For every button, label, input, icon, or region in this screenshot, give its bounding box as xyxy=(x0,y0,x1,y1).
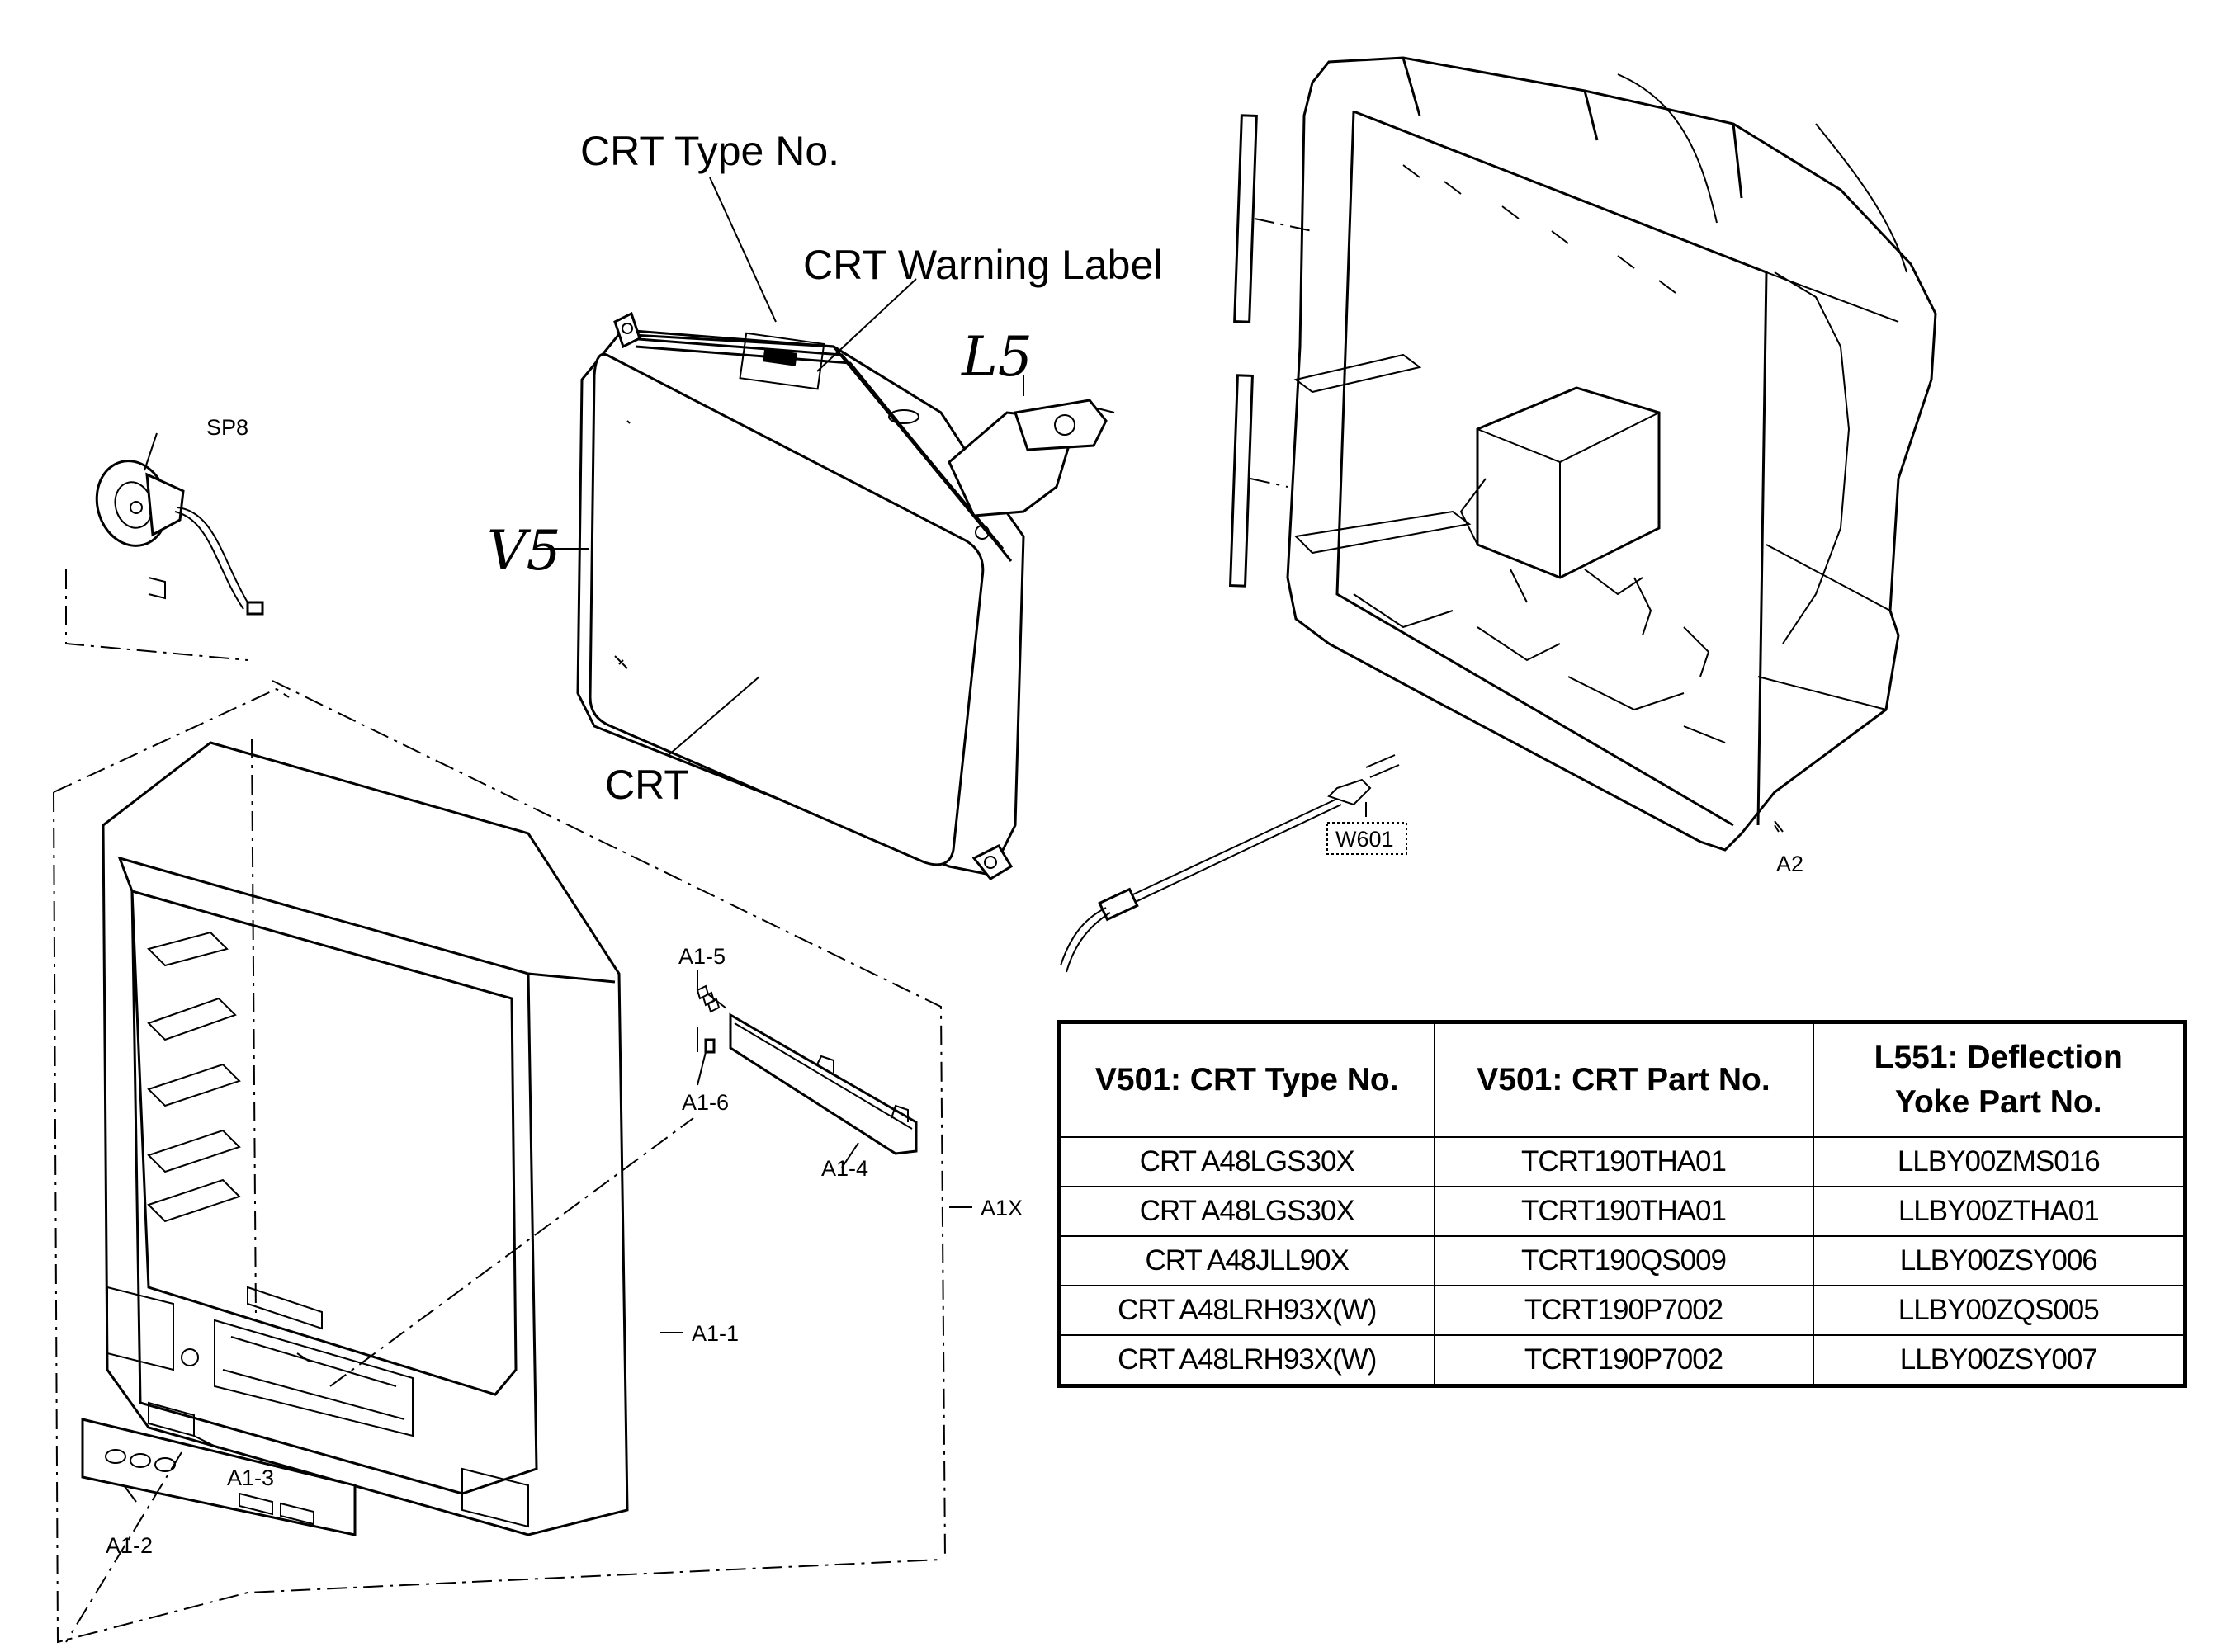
cell-crt-type: CRT A48LGS30X xyxy=(1057,1136,1435,1187)
header-deflection-line1: L551: Deflection xyxy=(1874,1040,2123,1075)
cell-yoke-part: LLBY00ZSY006 xyxy=(1812,1235,2186,1286)
label-a2: A2 xyxy=(1776,852,1803,876)
label-a1-4: A1-4 xyxy=(821,1156,868,1181)
cell-yoke-part: LLBY00ZSY007 xyxy=(1812,1334,2186,1387)
header-crt-part-no: V501: CRT Part No. xyxy=(1433,1021,1814,1138)
bracket-drawing xyxy=(696,984,918,1155)
table-row: CRT A48LRH93X(W) TCRT190P7002 LLBY00ZSY0… xyxy=(1057,1334,2186,1387)
label-a1-3: A1-3 xyxy=(227,1466,274,1490)
cell-crt-type: CRT A48LGS30X xyxy=(1057,1186,1435,1237)
table-row: CRT A48LGS30X TCRT190THA01 LLBY00ZMS016 xyxy=(1057,1136,2186,1187)
crt-parts-table: V501: CRT Type No. V501: CRT Part No. L5… xyxy=(1057,1020,2187,1388)
table-row: CRT A48JLL90X TCRT190QS009 LLBY00ZSY006 xyxy=(1057,1235,2186,1286)
label-a1-2: A1-2 xyxy=(106,1533,153,1558)
cell-yoke-part: LLBY00ZMS016 xyxy=(1812,1136,2186,1187)
label-a1-6: A1-6 xyxy=(682,1090,729,1115)
label-l5: L5 xyxy=(961,325,1033,389)
cell-crt-part: TCRT190P7002 xyxy=(1433,1285,1814,1336)
power-cord-drawing xyxy=(1060,754,1400,973)
front-cabinet-drawing xyxy=(53,569,946,1644)
leader-lines xyxy=(123,177,1780,1503)
cell-crt-type: CRT A48LRH93X(W) xyxy=(1057,1334,1435,1387)
cabinet-back-drawing xyxy=(1228,56,1937,852)
label-crt-type-no: CRT Type No. xyxy=(580,128,839,174)
cell-crt-type: CRT A48JLL90X xyxy=(1057,1235,1435,1286)
table-row: CRT A48LRH93X(W) TCRT190P7002 LLBY00ZQS0… xyxy=(1057,1285,2186,1336)
label-sp8: SP8 xyxy=(206,415,248,440)
speaker-drawing xyxy=(95,460,264,616)
cell-yoke-part: LLBY00ZQS005 xyxy=(1812,1285,2186,1336)
label-a1-5: A1-5 xyxy=(678,944,726,969)
label-crt: CRT xyxy=(605,762,689,808)
cell-crt-type: CRT A48LRH93X(W) xyxy=(1057,1285,1435,1336)
cell-yoke-part: LLBY00ZTHA01 xyxy=(1812,1186,2186,1237)
header-deflection-yoke-part-no: L551: Deflection Yoke Part No. xyxy=(1812,1021,2186,1138)
label-v5: V5 xyxy=(487,519,561,583)
label-a1x: A1X xyxy=(981,1196,1023,1220)
label-w601: W601 xyxy=(1335,827,1394,852)
cell-crt-part: TCRT190QS009 xyxy=(1433,1235,1814,1286)
label-a1-1: A1-1 xyxy=(692,1321,739,1346)
header-deflection-line2: Yoke Part No. xyxy=(1894,1084,2102,1120)
table-row: CRT A48LGS30X TCRT190THA01 LLBY00ZTHA01 xyxy=(1057,1186,2186,1237)
header-crt-type-no: V501: CRT Type No. xyxy=(1057,1021,1435,1138)
label-crt-warning-label: CRT Warning Label xyxy=(803,242,1162,288)
cell-crt-part: TCRT190P7002 xyxy=(1433,1334,1814,1387)
cell-crt-part: TCRT190THA01 xyxy=(1433,1186,1814,1237)
cell-crt-part: TCRT190THA01 xyxy=(1433,1136,1814,1187)
table-header-row: V501: CRT Type No. V501: CRT Part No. L5… xyxy=(1057,1021,2186,1138)
